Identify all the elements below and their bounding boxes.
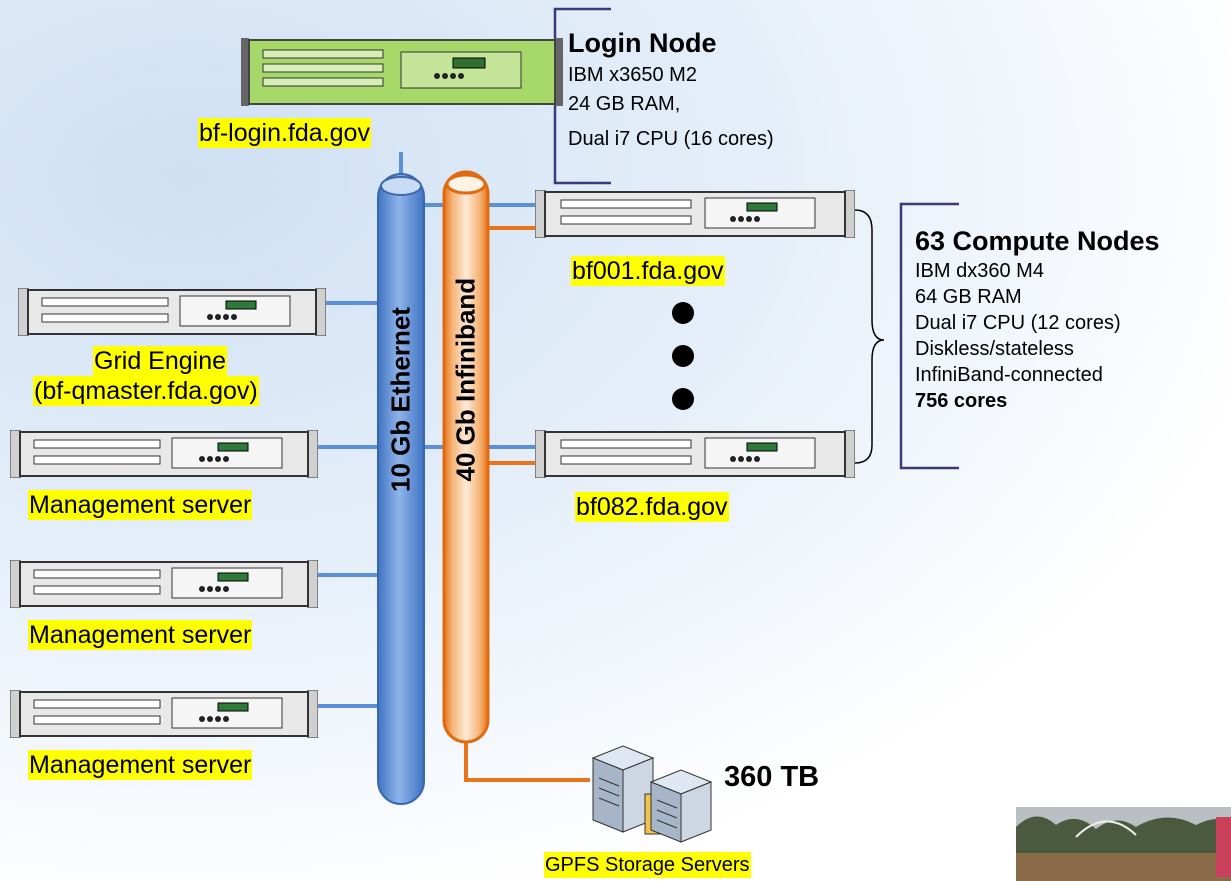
login-spec-line: 24 GB RAM,: [568, 93, 681, 115]
management-server-label: Management server: [28, 750, 253, 780]
storage-capacity: 360 TB: [724, 761, 820, 793]
compute-nodes-title: 63 Compute Nodes: [915, 226, 1160, 256]
compute-cores-total: 756 cores: [915, 390, 1008, 412]
server-rack-icon: [10, 430, 318, 478]
ethernet-label: 10 Gb Ethernet: [385, 307, 416, 492]
compute-last-label: bf082.fda.gov: [575, 492, 729, 522]
login-node-info: Login Node IBM x3650 M2 24 GB RAM, Dual …: [568, 26, 774, 152]
management-server-label: Management server: [28, 490, 253, 520]
server-rack-icon: [535, 430, 855, 478]
server-rack-icon: [10, 560, 318, 608]
storage-server-icon: [591, 745, 713, 843]
compute-first-label: bf001.fda.gov: [571, 256, 725, 286]
photo-thumbnail: [1016, 807, 1231, 881]
ellipsis-dot: [672, 388, 694, 410]
compute-nodes-info: 63 Compute Nodes IBM dx360 M4 64 GB RAM …: [915, 224, 1160, 414]
login-node-title: Login Node: [568, 28, 717, 58]
server-rack-icon: [18, 288, 326, 336]
compute-spec-line: InfiniBand-connected: [915, 364, 1103, 386]
storage-label: GPFS Storage Servers: [544, 852, 751, 878]
server-rack-icon: [241, 38, 563, 106]
compute-spec-line: Diskless/stateless: [915, 338, 1074, 360]
grid-engine-label-line2: (bf-qmaster.fda.gov): [33, 376, 259, 406]
infiniband-label: 40 Gb Infiniband: [450, 277, 481, 482]
compute-spec-line: Dual i7 CPU (12 cores): [915, 312, 1121, 334]
compute-spec-line: 64 GB RAM: [915, 286, 1022, 308]
server-rack-icon: [10, 690, 318, 738]
grid-engine-label-line1: Grid Engine: [93, 346, 228, 376]
ellipsis-dot: [672, 345, 694, 367]
management-server-label: Management server: [28, 620, 253, 650]
server-rack-icon: [535, 190, 855, 238]
login-host-label: bf-login.fda.gov: [198, 118, 371, 148]
ellipsis-dot: [672, 302, 694, 324]
login-spec-line: Dual i7 CPU (16 cores): [568, 128, 774, 150]
compute-spec-line: IBM dx360 M4: [915, 260, 1044, 282]
login-spec-line: IBM x3650 M2: [568, 64, 697, 86]
